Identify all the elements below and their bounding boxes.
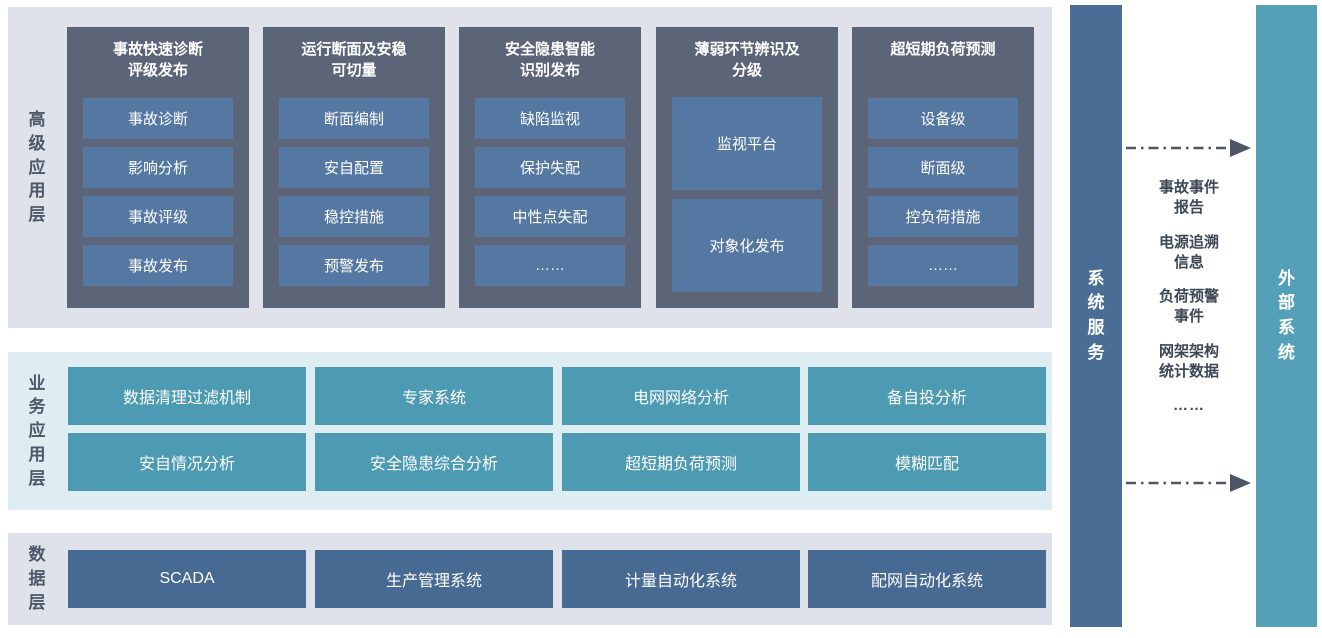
app-column-title: 安全隐患智能 识别发布 [504,41,595,79]
external-system-bar: 外 部 系 统 [1256,5,1317,627]
external-system-bar-label: 外 部 系 统 [1278,268,1295,362]
app-column-title: 事故快速诊断 评级发布 [112,41,203,79]
app-column: 运行断面及安稳 可切量断面编制安自配置稳控措施预警发布 [263,27,445,308]
app-column: 超短期负荷预测设备级断面级控负荷措施 …… [852,27,1034,308]
business-item: 超短期负荷预测 [562,433,800,491]
app-item: 控负荷措施 [868,196,1018,237]
advanced-application-layer: 高 级 应 用 层 事故快速诊断 评级发布事故诊断影响分析事故评级事故发布运行断… [8,7,1052,328]
app-item: 缺陷监视 [475,98,625,139]
app-column: 事故快速诊断 评级发布事故诊断影响分析事故评级事故发布 [67,27,249,308]
data-source-item: SCADA [68,550,306,608]
app-column: 安全隐患智能 识别发布缺陷监视保护失配中性点失配 …… [459,27,641,308]
app-item: 监视平台 [672,97,822,190]
business-item: 安全隐患综合分析 [315,433,553,491]
business-item: 安自情况分析 [68,433,306,491]
service-outputs: 事故事件 报告电源追溯 信息负荷预警 事件网架架构 统计数据 …… [1122,178,1256,416]
business-item: 专家系统 [315,367,553,425]
business-application-layer: 业 务 应 用 层 数据清理过滤机制专家系统电网网络分析备自投分析安自情况分析安… [8,352,1052,510]
data-layer-label: 数 据 层 [28,545,46,612]
service-output-item: 电源追溯 信息 [1158,233,1219,271]
data-source-item: 计量自动化系统 [562,550,800,608]
service-output-item: 事故事件 报告 [1158,179,1219,217]
service-output-item: …… [1173,397,1205,414]
flow-arrow-bottom-icon [1126,474,1251,492]
app-item: 稳控措施 [279,196,429,237]
data-source-item: 生产管理系统 [315,550,553,608]
business-item: 模糊匹配 [808,433,1046,491]
app-column-title: 超短期负荷预测 [890,41,996,58]
app-item: 事故诊断 [83,98,233,139]
service-output-item: 网架架构 统计数据 [1158,342,1219,380]
system-service-bar: 系 统 服 务 [1070,5,1122,627]
app-item: 安自配置 [279,147,429,188]
data-source-item: 配网自动化系统 [808,550,1046,608]
flow-arrow-top-icon [1126,139,1251,157]
app-item: 事故评级 [83,196,233,237]
app-item: 影响分析 [83,147,233,188]
business-item: 备自投分析 [808,367,1046,425]
system-service-bar-label: 系 统 服 务 [1087,268,1105,362]
app-item: 事故发布 [83,245,233,286]
business-item: 数据清理过滤机制 [68,367,306,425]
app-item: 断面级 [868,147,1018,188]
app-item: 设备级 [868,98,1018,139]
app-item: 断面编制 [279,98,429,139]
business-application-layer-label: 业 务 应 用 层 [28,373,46,488]
service-output-item: 负荷预警 事件 [1158,288,1219,326]
business-item: 电网网络分析 [562,367,800,425]
app-item: 保护失配 [475,147,625,188]
app-column-title: 运行断面及安稳 可切量 [301,41,407,79]
app-item: 预警发布 [279,245,429,286]
app-column-title: 薄弱环节辨识及 分级 [694,41,800,79]
app-item: …… [868,245,1018,286]
app-item: 中性点失配 [475,196,625,237]
app-item: 对象化发布 [672,199,822,292]
app-item: …… [475,245,625,286]
app-column: 薄弱环节辨识及 分级监视平台对象化发布 [656,27,838,308]
advanced-application-layer-label: 高 级 应 用 层 [28,110,46,225]
